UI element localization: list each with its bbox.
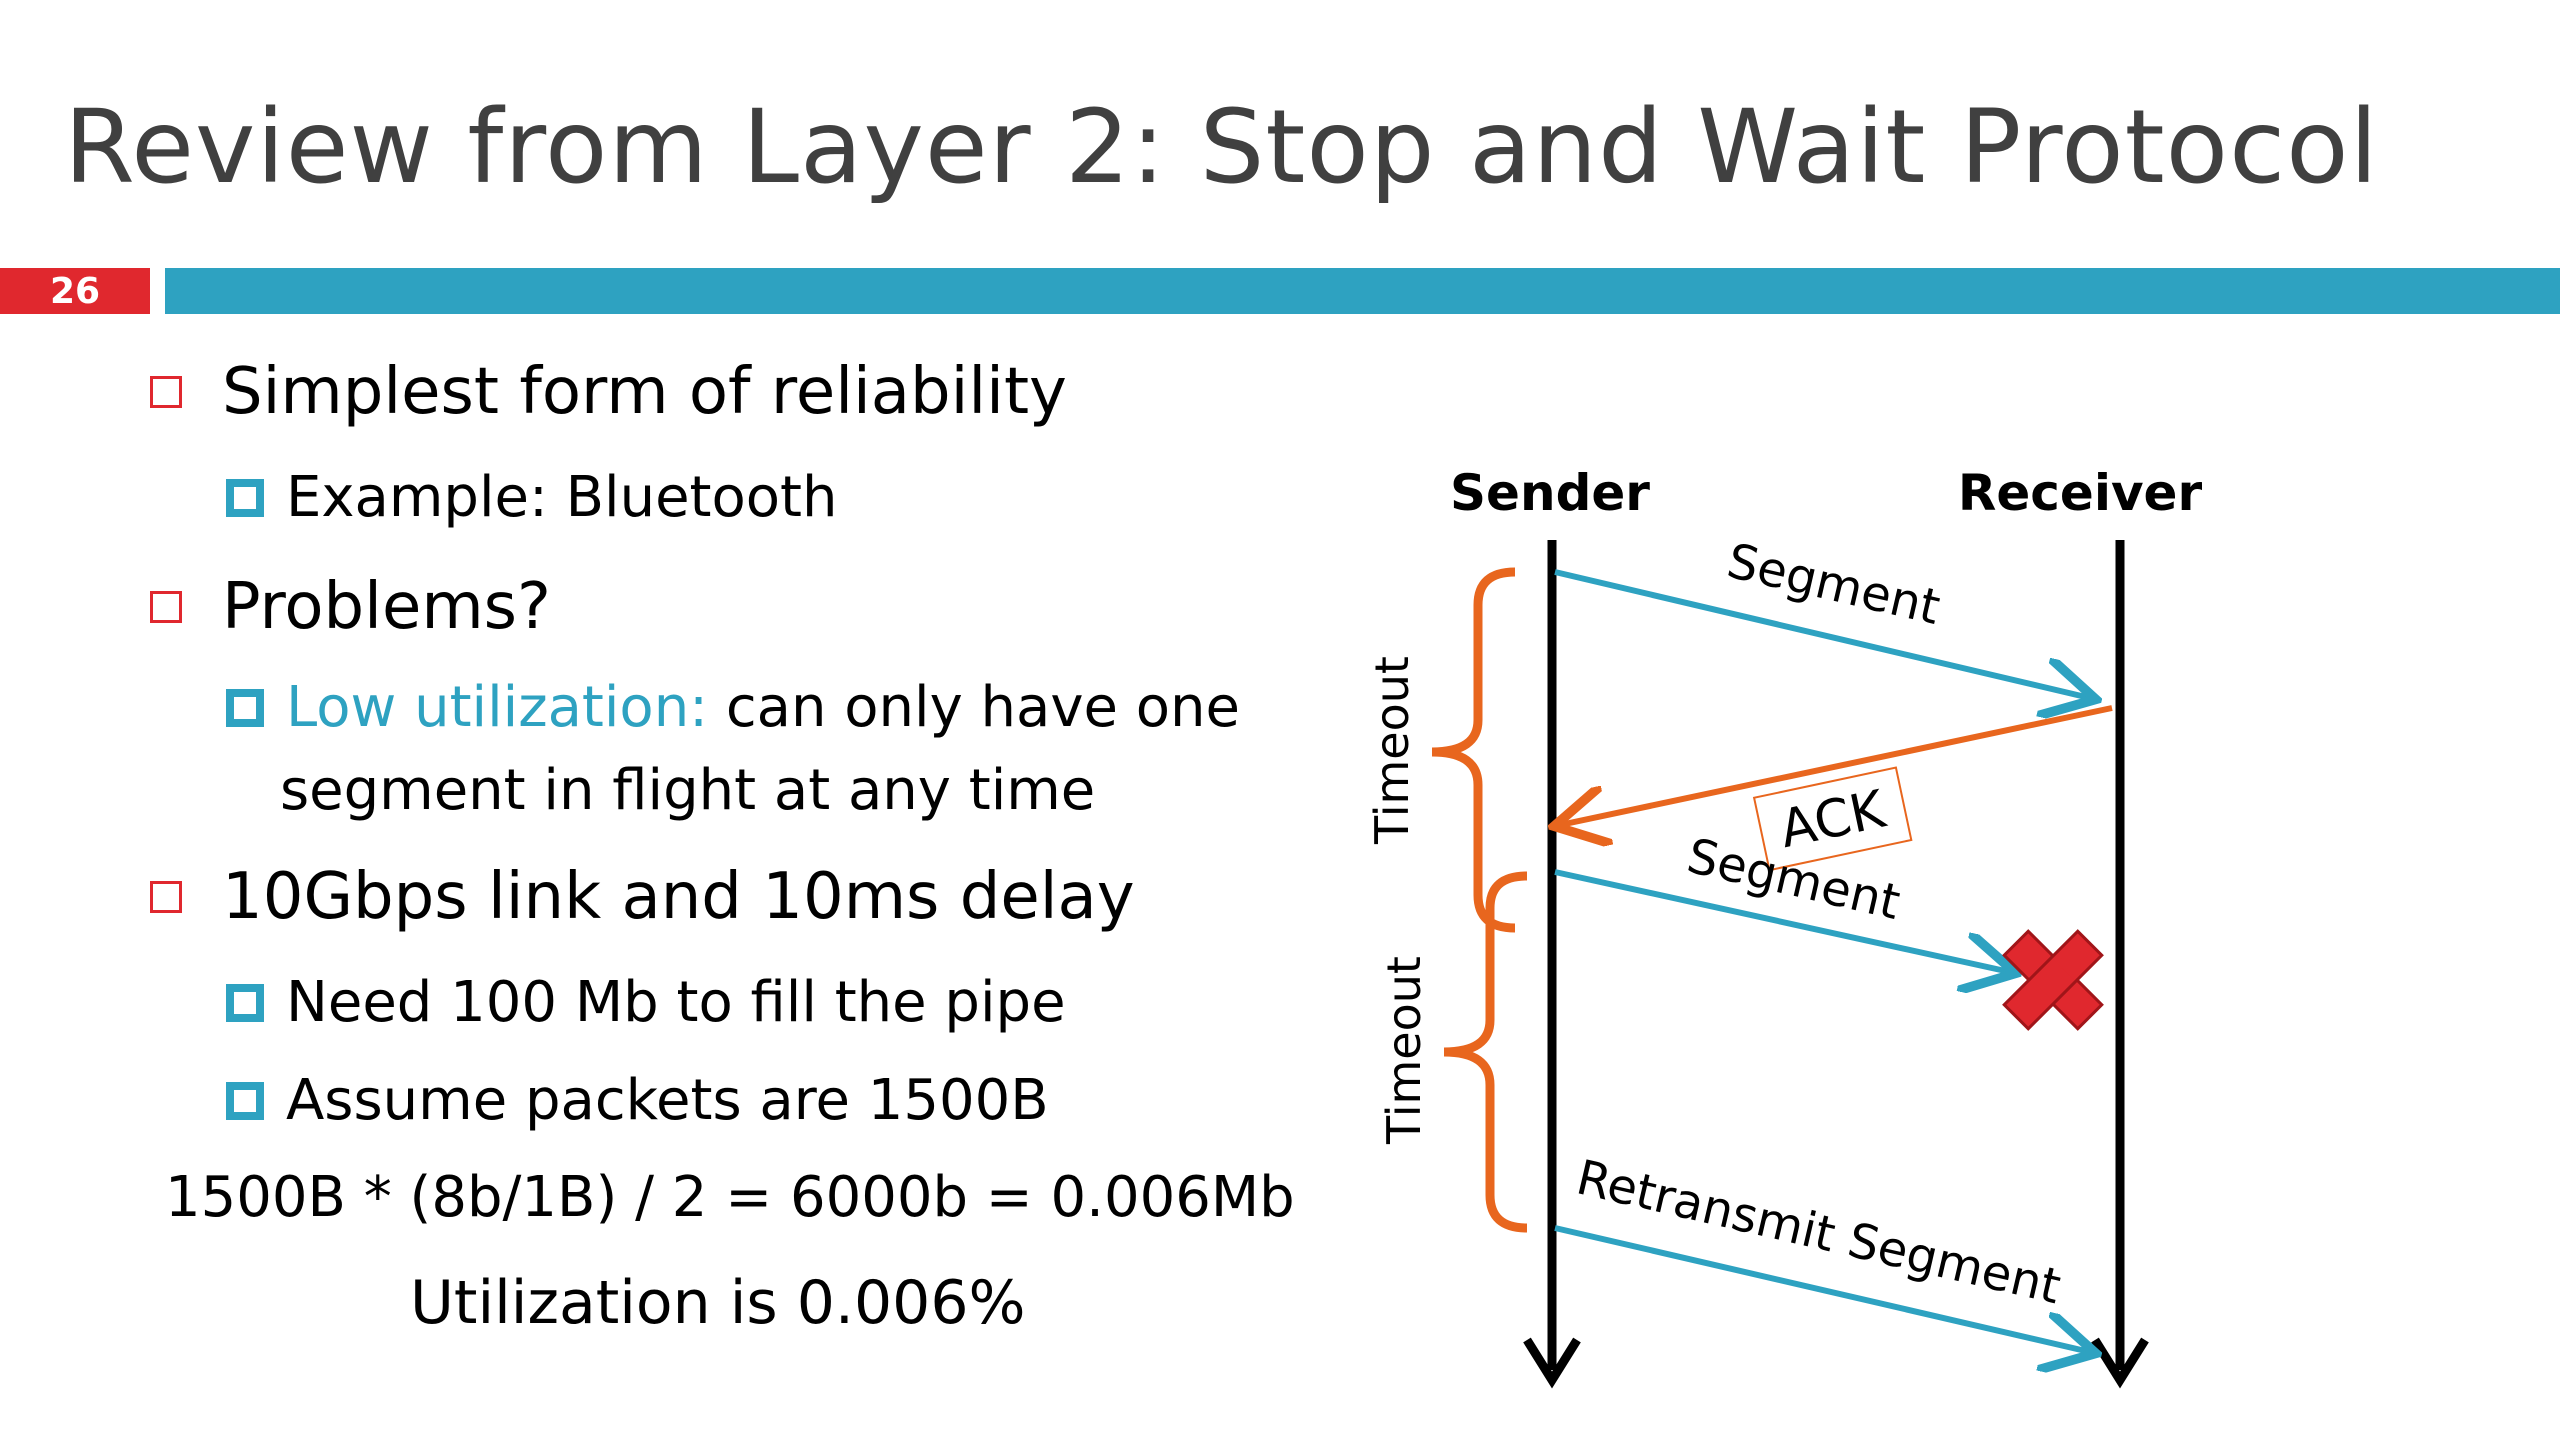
square-bullet-icon: [150, 376, 182, 408]
sender-label: Sender: [1450, 464, 1650, 522]
subbullet-fill-pipe: Need 100 Mb to fill the pipe: [226, 970, 1066, 1035]
slide-number: 26: [0, 268, 150, 314]
timeout-brace-1: [1431, 567, 1516, 933]
sender-timeline-arrow-icon: [1523, 1337, 1581, 1389]
square-bullet-icon: [226, 983, 264, 1022]
bullet-link-delay: 10Gbps link and 10ms delay: [150, 860, 1135, 934]
red-x-icon: [2002, 929, 2104, 1031]
highlight-text: Low utilization:: [286, 675, 709, 740]
timeout-brace-2: [1443, 871, 1528, 1233]
bullet-problems: Problems?: [150, 570, 551, 644]
square-bullet-icon: [150, 881, 182, 913]
subbullet-packet-size: Assume packets are 1500B: [226, 1068, 1049, 1133]
segment-arrow-2: [1554, 869, 2010, 972]
slide-title: Review from Layer 2: Stop and Wait Proto…: [64, 88, 2379, 207]
square-bullet-icon: [226, 1081, 264, 1120]
subbullet-bluetooth: Example: Bluetooth: [226, 465, 837, 530]
bullet-simplest: Simplest form of reliability: [150, 355, 1067, 429]
timeout-label-1: Timeout: [1365, 656, 1419, 845]
subbullet-low-utilization: Low utilization: can only have one: [226, 675, 1240, 740]
utilization-result: Utilization is 0.006%: [410, 1268, 1026, 1338]
receiver-label: Receiver: [1958, 464, 2203, 522]
square-bullet-icon: [226, 478, 264, 517]
calculation: 1500B * (8b/1B) / 2 = 6000b = 0.006Mb: [165, 1165, 1295, 1230]
title-rule: [165, 268, 2560, 314]
retransmit-arrow: [1554, 1225, 2090, 1352]
square-bullet-icon: [226, 688, 264, 727]
segment-arrow-1: [1554, 569, 2090, 698]
square-bullet-icon: [150, 591, 182, 623]
ack-box: ACK: [1752, 766, 1913, 872]
subbullet-continuation: segment in flight at any time: [280, 758, 1096, 823]
ack-arrow: [1560, 705, 2113, 825]
timeout-label-2: Timeout: [1377, 956, 1431, 1145]
